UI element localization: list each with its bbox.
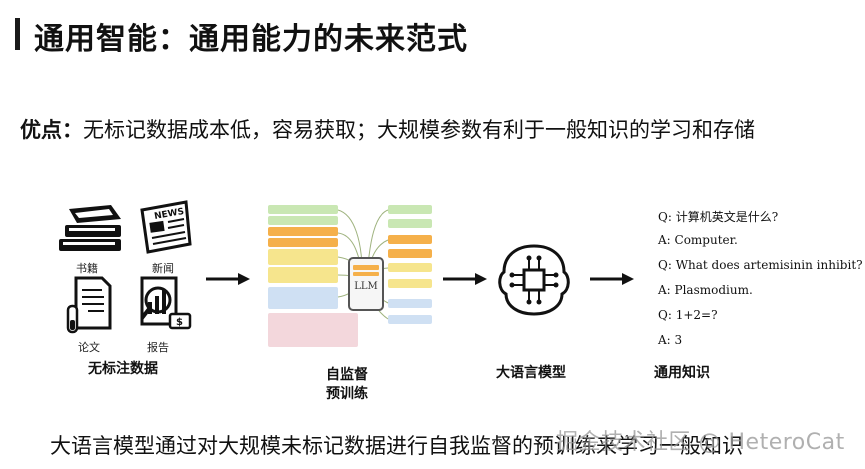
advantages-line: 优点：无标记数据成本低，容易获取；大规模参数有利于一般知识的学习和存储 xyxy=(20,114,755,144)
general-knowledge-caption: 通用知识 xyxy=(654,365,710,381)
news-label: 新闻 xyxy=(152,262,174,275)
doc-row xyxy=(388,205,432,214)
arrow-right-icon xyxy=(590,273,634,285)
qa-line: Q: 计算机英文是什么? xyxy=(658,210,779,224)
qa-line: A: Computer. xyxy=(658,233,738,247)
arrow-right-icon xyxy=(206,273,250,285)
books-icon xyxy=(59,205,121,251)
doc-row xyxy=(268,238,338,247)
qa-line: A: 3 xyxy=(658,333,683,347)
doc-row xyxy=(268,216,338,225)
doc-row xyxy=(268,205,338,214)
doc-row xyxy=(388,249,432,258)
pretraining-caption-line2: 预训练 xyxy=(326,386,368,402)
money-sign: $ xyxy=(176,317,183,328)
report-icon: $ xyxy=(140,276,192,330)
doc-row xyxy=(268,249,338,265)
doc-row xyxy=(268,267,338,283)
newspaper-icon: NEWS xyxy=(140,200,192,254)
doc-row xyxy=(388,235,432,244)
doc-row xyxy=(388,263,432,272)
doc-row xyxy=(268,227,338,236)
doc-row xyxy=(388,299,432,308)
qa-line: A: Plasmodium. xyxy=(658,283,753,297)
ai-brain-chip-icon xyxy=(498,244,570,316)
qa-line: Q: What does artemisinin inhibit? xyxy=(658,258,863,272)
arrow-right-icon xyxy=(443,273,487,285)
llm-caption: 大语言模型 xyxy=(496,365,566,381)
reports-label: 报告 xyxy=(147,341,169,354)
summary-sentence: 大语言模型通过对大规模未标记数据进行自我监督的预训练来学习一般知识 xyxy=(50,434,743,458)
llm-label: LLM xyxy=(354,281,378,292)
phone-device: LLM xyxy=(348,257,384,311)
pretraining-document-figure: LLM xyxy=(266,205,434,355)
doc-row xyxy=(388,279,432,288)
doc-row xyxy=(388,315,432,324)
doc-row xyxy=(388,219,432,228)
title-accent-bar xyxy=(15,18,20,50)
books-label: 书籍 xyxy=(76,262,98,275)
advantages-text: 无标记数据成本低，容易获取；大规模参数有利于一般知识的学习和存储 xyxy=(83,118,755,142)
pretraining-caption-line1: 自监督 xyxy=(326,367,368,383)
paper-icon xyxy=(66,276,112,334)
page-title: 通用智能：通用能力的未来范式 xyxy=(34,22,468,57)
doc-row xyxy=(268,313,358,347)
doc-row xyxy=(268,287,338,309)
unlabeled-data-caption: 无标注数据 xyxy=(88,361,158,377)
advantages-label: 优点： xyxy=(20,118,83,142)
watermark: 掘金技术社区 @ HeteroCat xyxy=(556,430,845,455)
qa-line: Q: 1+2=? xyxy=(658,308,718,322)
papers-label: 论文 xyxy=(78,341,100,354)
